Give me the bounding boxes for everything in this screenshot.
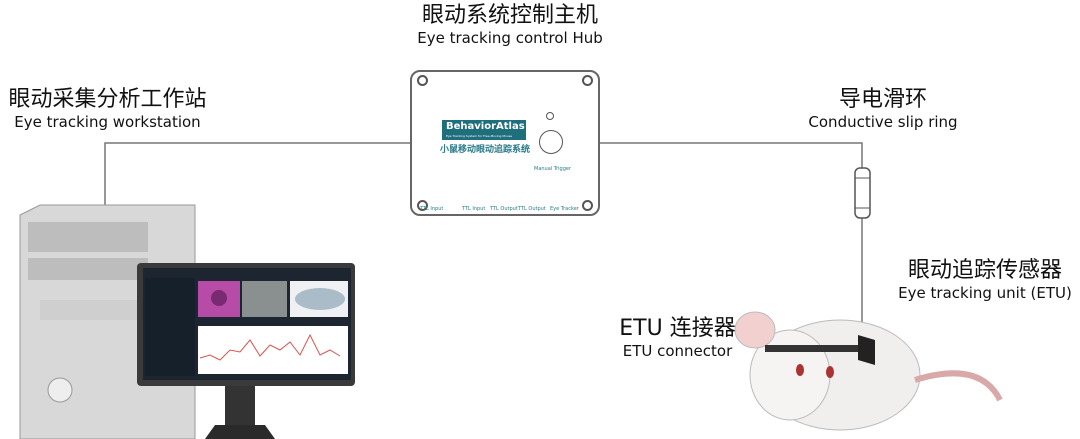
etu-title-zh: 眼动追踪传感器 <box>907 258 1062 283</box>
port-label: TTL Input <box>462 206 486 212</box>
screw-icon <box>582 200 593 211</box>
manual-trigger-label: Manual Trigger <box>534 166 572 172</box>
led-indicator-icon <box>546 112 554 120</box>
port-label: TTL Output <box>518 206 546 212</box>
screw-icon <box>417 200 428 211</box>
workstation-title-en: Eye tracking workstation <box>14 113 201 131</box>
screw-icon <box>582 75 593 86</box>
port-label: TTL Output <box>490 206 518 212</box>
slip-ring-title-en: Conductive slip ring <box>808 113 958 131</box>
port-label: TTL Input <box>420 206 444 212</box>
port-label: Eye Tracker <box>550 206 579 212</box>
product-name: 小鼠移动眼动追踪系统 <box>440 145 531 155</box>
etu-title-en: Eye tracking unit (ETU) <box>898 284 1072 302</box>
connector-title-zh: ETU 连接器 <box>619 316 736 341</box>
hub-title-zh: 眼动系统控制主机 <box>421 3 598 28</box>
workstation-title-zh: 眼动采集分析工作站 <box>8 87 207 112</box>
rat <box>734 311 1003 431</box>
connector-title-en: ETU connector <box>622 342 733 360</box>
etu-label: 眼动追踪传感器 Eye tracking unit (ETU) <box>885 259 1080 303</box>
manual-trigger-button[interactable] <box>539 130 563 154</box>
slip-ring <box>854 167 871 219</box>
hub-title-en: Eye tracking control Hub <box>417 29 603 47</box>
workstation-label: 眼动采集分析工作站 Eye tracking workstation <box>0 88 215 132</box>
connector-label: ETU 连接器 ETU connector <box>600 317 755 361</box>
screw-icon <box>417 75 428 86</box>
slip-ring-title-zh: 导电滑环 <box>838 87 927 112</box>
hub-label: 眼动系统控制主机 Eye tracking control Hub <box>380 4 640 48</box>
slip-ring-label: 导电滑环 Conductive slip ring <box>783 88 983 132</box>
screen-content <box>143 268 351 380</box>
